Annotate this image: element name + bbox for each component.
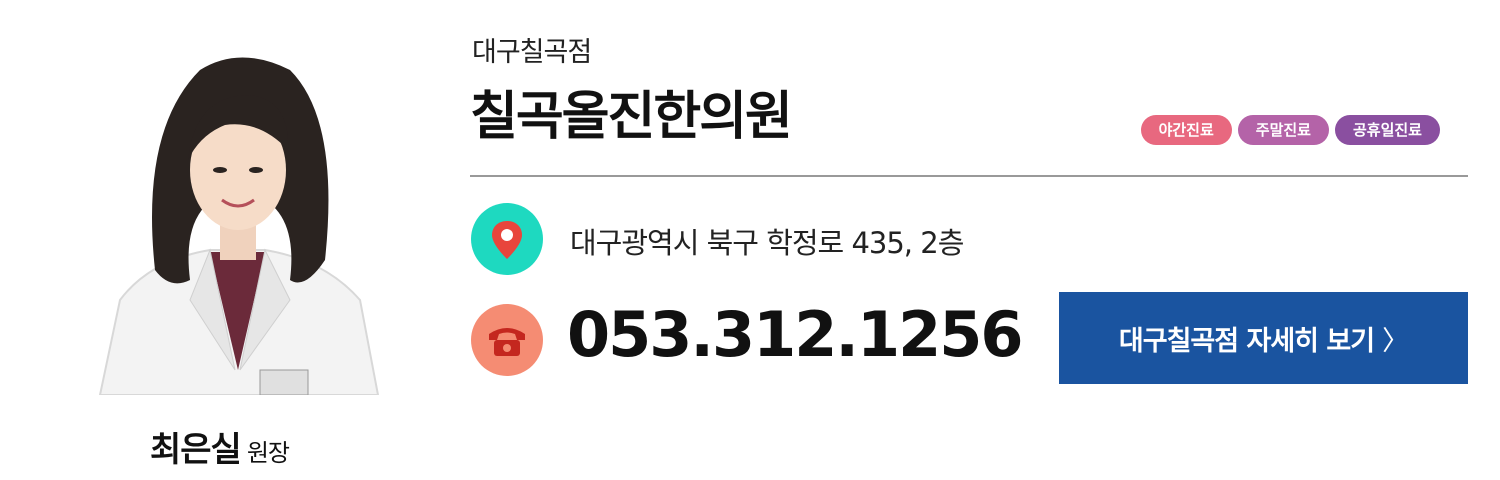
badge-weekend: 주말진료 xyxy=(1237,115,1329,145)
doctor-photo xyxy=(60,40,415,395)
doctor-name-text: 최은실 xyxy=(150,430,242,470)
branch-label: 대구칠곡점 xyxy=(472,37,592,68)
badge-holiday: 공휴일진료 xyxy=(1334,115,1440,145)
badge-night: 야간진료 xyxy=(1140,115,1232,145)
telephone-icon xyxy=(471,304,543,376)
phone-number: 053.312.1256 xyxy=(567,298,1024,371)
clinic-name: 칠곡올진한의원 xyxy=(470,87,793,147)
branch-detail-button-label: 대구칠곡점 자세히 보기 xyxy=(1118,325,1375,357)
address-text: 대구광역시 북구 학정로 435, 2층 xyxy=(570,226,964,260)
location-pin-icon xyxy=(471,203,543,275)
branch-detail-button[interactable]: 대구칠곡점 자세히 보기 〉 xyxy=(1059,292,1468,384)
chevron-right-icon: 〉 xyxy=(1382,325,1409,357)
divider xyxy=(470,175,1468,177)
doctor-role: 원장 xyxy=(246,439,290,467)
service-badges: 야간진료 주말진료 공휴일진료 xyxy=(1140,115,1440,145)
